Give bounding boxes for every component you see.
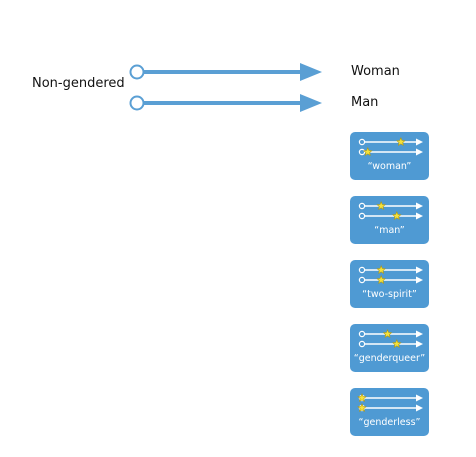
star-icon — [376, 275, 386, 285]
arrow-to-woman — [129, 63, 322, 81]
target-label-woman: Woman — [351, 64, 400, 79]
star-icon — [392, 339, 402, 349]
card-arrows — [358, 201, 423, 221]
card-arrows — [358, 329, 423, 349]
star-icon — [376, 265, 386, 275]
card-arrows — [358, 265, 423, 285]
arrowhead-icon — [416, 276, 423, 284]
star-icon — [363, 147, 373, 157]
arrowhead-icon — [416, 148, 423, 156]
arrowhead-icon — [416, 212, 423, 220]
star-icon — [357, 393, 367, 403]
card-label: “genderqueer” — [353, 353, 426, 364]
identity-card: “genderqueer” — [350, 324, 429, 372]
arrow-to-man — [129, 94, 322, 112]
open-circle-icon — [129, 64, 145, 80]
arrowhead-icon — [416, 404, 423, 412]
arrowhead-icon — [416, 394, 423, 402]
card-label: “man” — [374, 225, 405, 236]
arrowhead-icon — [300, 94, 322, 112]
card-arrows — [357, 393, 423, 413]
star-icon — [376, 201, 386, 211]
open-circle-icon — [358, 202, 366, 210]
arrowhead-icon — [416, 330, 423, 338]
open-circle-icon — [358, 330, 366, 338]
open-circle-icon — [358, 148, 366, 156]
card-label: “two-spirit” — [362, 289, 417, 300]
arrowhead-icon — [416, 202, 423, 210]
open-circle-icon — [358, 138, 366, 146]
open-circle-icon — [129, 95, 145, 111]
open-circle-icon — [358, 266, 366, 274]
identity-card: “man” — [350, 196, 429, 244]
star-icon — [396, 137, 406, 147]
open-circle-icon — [358, 212, 366, 220]
open-circle-icon — [358, 340, 366, 348]
target-label-man: Man — [351, 95, 379, 110]
open-circle-icon — [358, 276, 366, 284]
source-label: Non-gendered — [32, 76, 125, 91]
star-icon — [357, 403, 367, 413]
card-label: “genderless” — [358, 417, 421, 428]
identity-card: “genderless” — [350, 388, 429, 436]
identity-card: “woman” — [350, 132, 429, 180]
arrowhead-icon — [416, 266, 423, 274]
card-label: “woman” — [367, 161, 412, 172]
star-icon — [382, 329, 393, 339]
arrowhead-icon — [416, 138, 423, 146]
star-icon — [392, 211, 402, 221]
identity-card: “two-spirit” — [350, 260, 429, 308]
card-arrows — [358, 137, 423, 157]
arrowhead-icon — [300, 63, 322, 81]
arrowhead-icon — [416, 340, 423, 348]
